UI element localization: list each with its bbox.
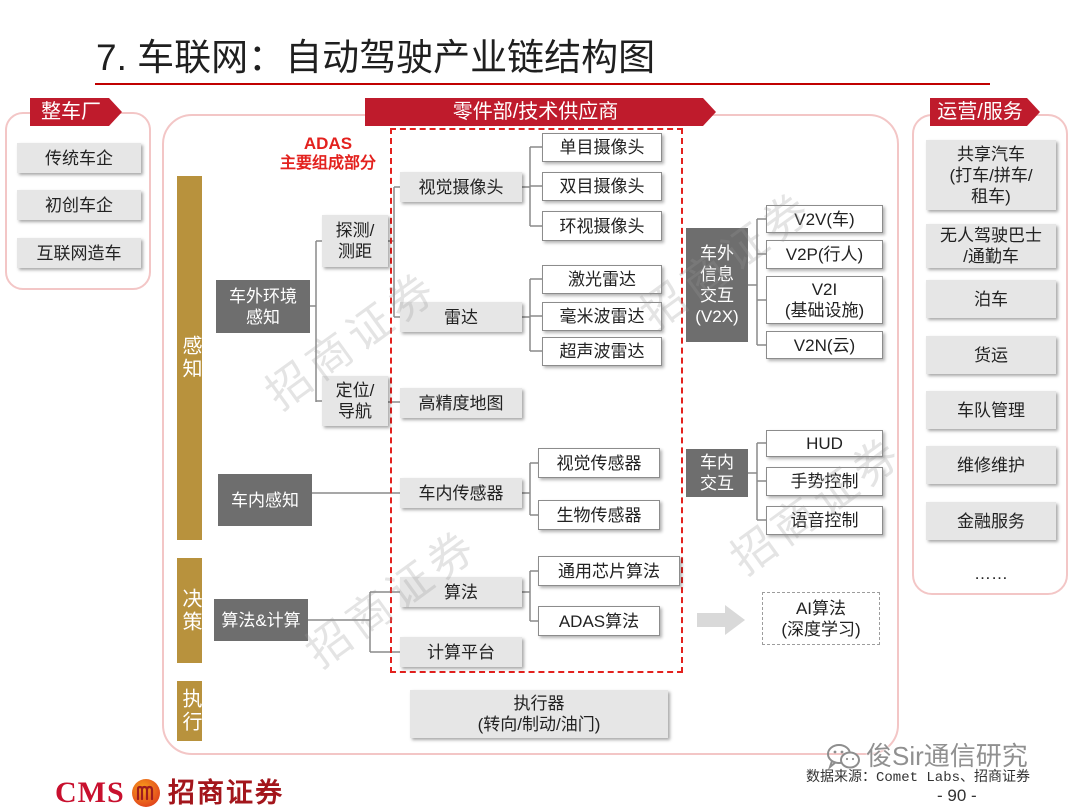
hmi-item: HUD xyxy=(766,430,883,457)
logo-chinese: 招商证券 xyxy=(168,778,284,808)
radar-type: 激光雷达 xyxy=(542,265,662,294)
service-item: 泊车 xyxy=(926,280,1056,318)
v2x-item: V2N(云) xyxy=(766,331,883,359)
in-vehicle-interaction: 车内 交互 xyxy=(686,449,748,497)
radar-type: 毫米波雷达 xyxy=(542,302,662,331)
service-item: 金融服务 xyxy=(926,502,1056,540)
radar: 雷达 xyxy=(400,302,522,332)
compute-platform: 计算平台 xyxy=(400,637,522,667)
interior-sensor-type: 视觉传感器 xyxy=(538,448,660,478)
v2x-interaction: 车外 信息 交互 (V2X) xyxy=(686,228,748,342)
data-source: 数据来源：Comet Labs、招商证券 xyxy=(806,770,1031,786)
camera-type: 环视摄像头 xyxy=(542,211,662,241)
stage-label: 执行 xyxy=(179,688,201,734)
oem-item: 互联网造车 xyxy=(17,238,141,268)
positioning-navigation: 定位/ 导航 xyxy=(322,376,388,426)
logo-latin: CMS xyxy=(55,776,125,809)
v2x-item: V2I (基础设施) xyxy=(766,276,883,324)
page-title: 7. 车联网：自动驾驶产业链结构图 xyxy=(96,37,656,78)
exterior-perception: 车外环境 感知 xyxy=(216,280,310,333)
adas-frame xyxy=(390,128,683,673)
stage-decision: 决策 xyxy=(177,558,202,663)
v2x-item: V2P(行人) xyxy=(766,240,883,269)
camera-type: 双目摄像头 xyxy=(542,172,662,201)
actuator: 执行器 (转向/制动/油门) xyxy=(410,690,668,738)
supplier-header: 零件部/技术供应商 xyxy=(365,98,716,126)
service-item: 无人驾驶巴士 /通勤车 xyxy=(926,224,1056,268)
hmi-item: 语音控制 xyxy=(766,506,883,535)
algorithm: 算法 xyxy=(400,577,522,607)
hmi-item: 手势控制 xyxy=(766,467,883,496)
cms-emblem-icon xyxy=(132,779,160,807)
stage-perception: 感知 xyxy=(177,176,202,540)
v2x-item: V2V(车) xyxy=(766,205,883,233)
oem-item: 传统车企 xyxy=(17,143,141,173)
interior-sensor: 车内传感器 xyxy=(400,478,522,508)
wechat-watermark: 俊Sir通信研究 xyxy=(866,741,1028,771)
interior-sensor-type: 生物传感器 xyxy=(538,500,660,530)
hd-map: 高精度地图 xyxy=(400,388,522,418)
services-more: …… xyxy=(974,564,1008,583)
stage-label: 感知 xyxy=(179,335,201,381)
adas-label: ADAS 主要组成部分 xyxy=(262,134,394,174)
oem-item: 初创车企 xyxy=(17,190,141,220)
service-item: 车队管理 xyxy=(926,391,1056,429)
service-item: 维修维护 xyxy=(926,446,1056,484)
service-item: 货运 xyxy=(926,336,1056,374)
page-number: - 90 - xyxy=(937,786,977,805)
title-underline xyxy=(95,83,990,85)
algorithm-type: ADAS算法 xyxy=(538,606,660,636)
adas-label-line2: 主要组成部分 xyxy=(279,155,376,172)
algorithm-type: 通用芯片算法 xyxy=(538,556,680,586)
stage-execution: 执行 xyxy=(177,681,202,741)
services-header: 运营/服务 xyxy=(930,98,1040,126)
adas-label-line1: ADAS xyxy=(303,134,353,153)
wechat-icon xyxy=(827,744,860,771)
vision-camera: 视觉摄像头 xyxy=(400,172,522,202)
interior-perception: 车内感知 xyxy=(218,474,312,526)
detection-ranging: 探测/ 测距 xyxy=(322,215,388,267)
camera-type: 单目摄像头 xyxy=(542,133,662,162)
service-item: 共享汽车 (打车/拼车/ 租车) xyxy=(926,140,1056,210)
radar-type: 超声波雷达 xyxy=(542,337,662,366)
oem-header: 整车厂 xyxy=(30,98,122,126)
algorithm-compute: 算法&计算 xyxy=(214,599,308,641)
stage-label: 决策 xyxy=(179,587,201,634)
ai-algorithm: AI算法 (深度学习) xyxy=(762,592,880,645)
